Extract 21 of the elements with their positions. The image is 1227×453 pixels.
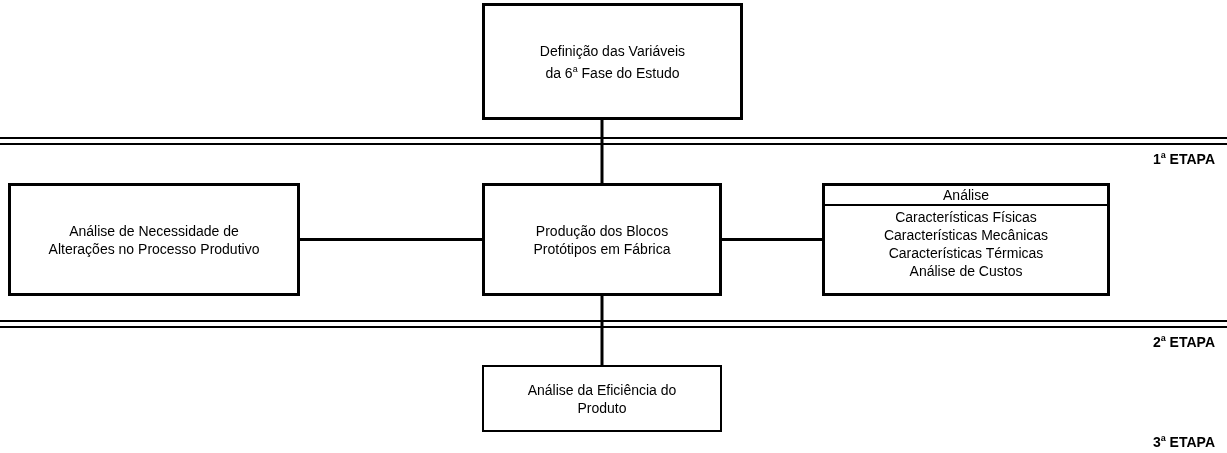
list-item: Características Térmicas	[888, 244, 1044, 262]
process-box	[482, 183, 722, 296]
process-box	[482, 365, 722, 432]
box-text: Produção dos Blocos Protótipos em Fábrica	[532, 221, 672, 258]
stage-label: 2$^{a}$ ETAPA	[1152, 333, 1215, 350]
list-item: Características Mecânicas	[883, 226, 1049, 244]
connector-line	[722, 238, 822, 241]
list-box	[822, 183, 1110, 296]
list-item: Características Físicas	[895, 208, 1037, 226]
box-text: Definição das Variáveis da 6$^{a}$ Fase do Estudo	[538, 41, 687, 82]
process-box	[482, 3, 743, 120]
box-text: Análise da Eficiência do Produto	[526, 380, 678, 417]
connector-line	[600, 120, 604, 183]
box-text: Análise de Necessidade de Alterações no Processo Produtivo	[47, 221, 261, 258]
process-box	[8, 183, 300, 296]
connector-line	[600, 296, 604, 365]
list-item: Análise de Custos	[909, 262, 1023, 280]
stage-label: 1$^{a}$ ETAPA	[1152, 150, 1215, 167]
box-heading: Análise	[825, 186, 1107, 206]
connector-line	[300, 238, 482, 241]
stage-label: 3$^{a}$ ETAPA	[1152, 433, 1215, 450]
